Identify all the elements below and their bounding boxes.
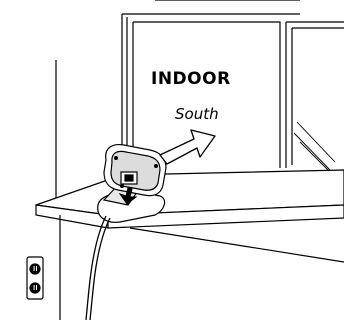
direction-arrow-icon <box>160 130 215 164</box>
direction-label: South <box>175 105 219 123</box>
wall-outlet-icon <box>27 257 43 299</box>
antenna-icon <box>98 145 166 223</box>
window-glare <box>294 122 336 178</box>
window-frame <box>56 0 344 200</box>
window-sill <box>36 170 344 320</box>
indoor-label: INDOOR <box>151 69 231 89</box>
antenna-cable <box>86 216 110 320</box>
